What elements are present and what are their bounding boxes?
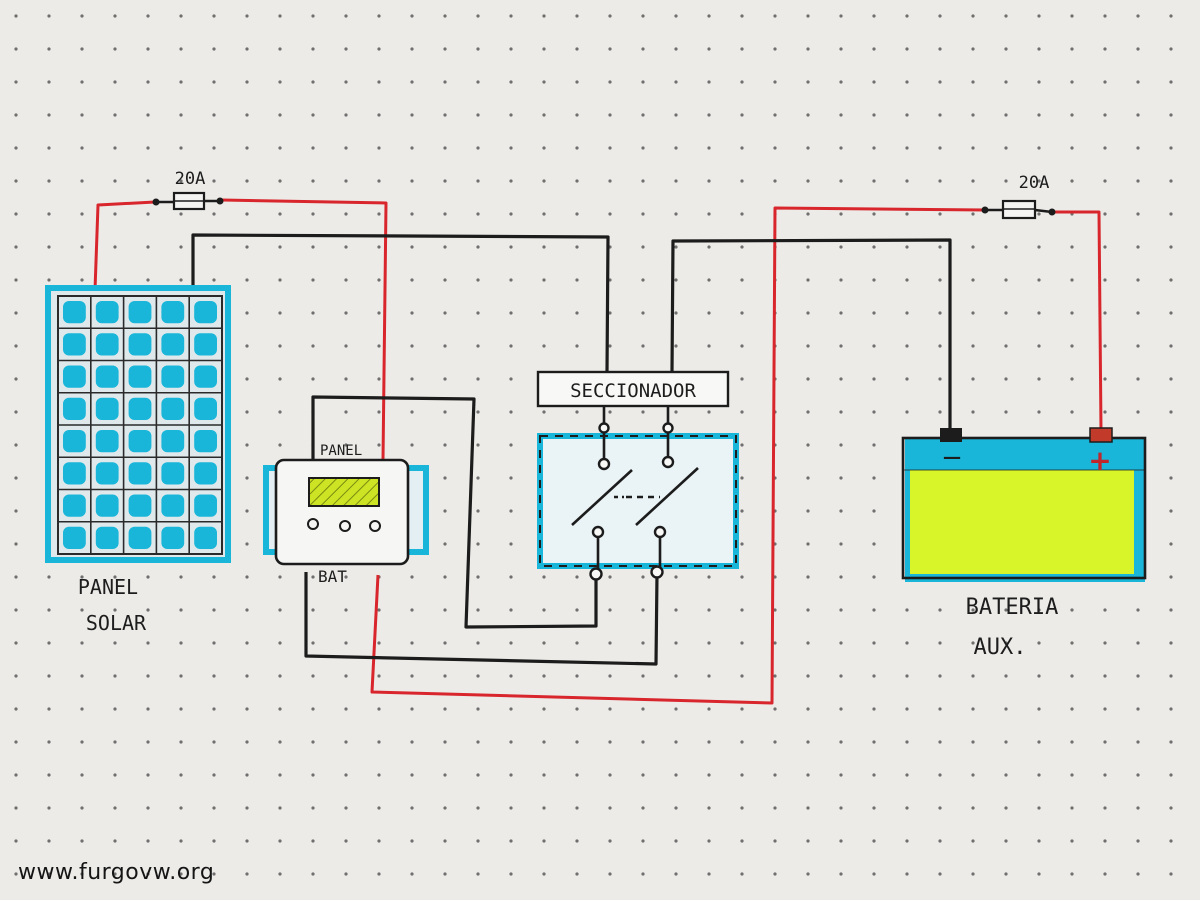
solar-cell <box>63 462 86 485</box>
battery-charge-fill <box>910 470 1134 574</box>
battery-negative-symbol: − <box>941 443 963 473</box>
wire-fuse2-to-battery <box>1052 210 1103 431</box>
solar-cell <box>194 494 217 517</box>
wire-panel-negative <box>191 233 610 373</box>
solar-cell <box>128 333 152 356</box>
solar-cell <box>95 430 119 453</box>
solar-cell <box>95 526 119 549</box>
battery-case <box>901 436 1147 580</box>
solar-cell <box>161 397 185 420</box>
solar-cell <box>161 301 185 324</box>
solar-cell <box>95 301 119 324</box>
solar-panel-label-line2: SOLAR <box>86 611 147 635</box>
negative-wires <box>191 233 952 666</box>
charge-controller: PANEL BAT <box>263 443 429 586</box>
wire-controller-battery-negative <box>304 572 659 666</box>
switch-contact-lower-left <box>591 525 605 539</box>
solar-cell <box>128 462 152 485</box>
disconnector: SECCIONADOR <box>536 370 739 581</box>
solar-cell <box>95 494 119 517</box>
switch-terminal-bottom-right <box>650 565 664 579</box>
battery-positive-terminal <box>1089 427 1113 443</box>
solar-cell <box>161 494 185 517</box>
solar-cell <box>63 397 86 420</box>
fuse-1: 20A <box>152 169 224 211</box>
solar-cell <box>161 365 185 388</box>
solar-cell <box>63 333 86 356</box>
controller-button-2 <box>339 520 351 532</box>
controller-button-3 <box>369 520 381 532</box>
battery-label-line2: AUX. <box>974 635 1027 660</box>
controller-button-1 <box>307 518 319 530</box>
switch-contact-upper-left <box>597 457 611 471</box>
controller-battery-terminal-label: BAT <box>318 567 347 586</box>
solar-cell <box>194 333 217 356</box>
solar-panel-label-line1: PANEL <box>78 575 138 599</box>
solar-cell <box>161 462 185 485</box>
auxiliary-battery: − + BATERIA AUX. <box>901 427 1147 660</box>
solar-cell <box>128 397 152 420</box>
solar-cell <box>128 430 152 453</box>
switch-contact-upper-right <box>661 455 675 469</box>
battery-negative-terminal <box>940 428 962 442</box>
solar-cell <box>128 301 152 324</box>
switch-terminal-bottom-left <box>589 567 603 581</box>
wire-fuse1-to-controller <box>221 198 388 461</box>
solar-cell <box>95 333 119 356</box>
wire-battery-negative <box>670 238 952 428</box>
wire-panel-positive <box>93 200 156 291</box>
solar-cell <box>194 462 217 485</box>
solar-cell <box>194 397 217 420</box>
solar-cell <box>194 365 217 388</box>
solar-panel: PANEL SOLAR <box>45 285 231 635</box>
switch-terminal-top-left <box>598 422 610 434</box>
solar-cell <box>63 365 86 388</box>
fuse-2-rating: 20A <box>1019 173 1050 193</box>
disconnector-label-box <box>536 370 730 408</box>
solar-cell <box>63 494 86 517</box>
disconnector-highlight <box>537 433 739 569</box>
controller-body <box>274 458 410 566</box>
solar-cell <box>128 365 152 388</box>
solar-cells <box>58 296 222 554</box>
site-watermark: www.furgovw.org <box>18 860 214 885</box>
positive-wires <box>93 198 1103 705</box>
solar-cell <box>63 526 86 549</box>
solar-cell <box>194 430 217 453</box>
solar-cell <box>161 333 185 356</box>
controller-panel-terminal-label: PANEL <box>320 443 362 459</box>
solar-cell <box>63 301 86 324</box>
disconnector-label: SECCIONADOR <box>570 380 696 402</box>
solar-cell <box>194 526 217 549</box>
solar-cell <box>95 397 119 420</box>
solar-cell <box>63 430 86 453</box>
solar-cell <box>161 526 185 549</box>
controller-display <box>308 477 380 507</box>
battery-label-line1: BATERIA <box>966 595 1059 620</box>
solar-cell <box>128 526 152 549</box>
battery-positive-symbol: + <box>1088 444 1111 477</box>
fuse-1-rating: 20A <box>175 169 206 189</box>
solar-cell <box>128 494 152 517</box>
switch-terminal-top-right <box>662 422 674 434</box>
wire-controller-panel-negative <box>311 395 598 629</box>
switch-contact-lower-right <box>653 525 667 539</box>
solar-cell <box>95 462 119 485</box>
fuse-2: 20A <box>981 173 1056 220</box>
solar-cell <box>194 301 217 324</box>
solar-cell <box>161 430 185 453</box>
solar-cell <box>95 365 119 388</box>
wire-controller-to-battery-positive <box>370 206 986 705</box>
